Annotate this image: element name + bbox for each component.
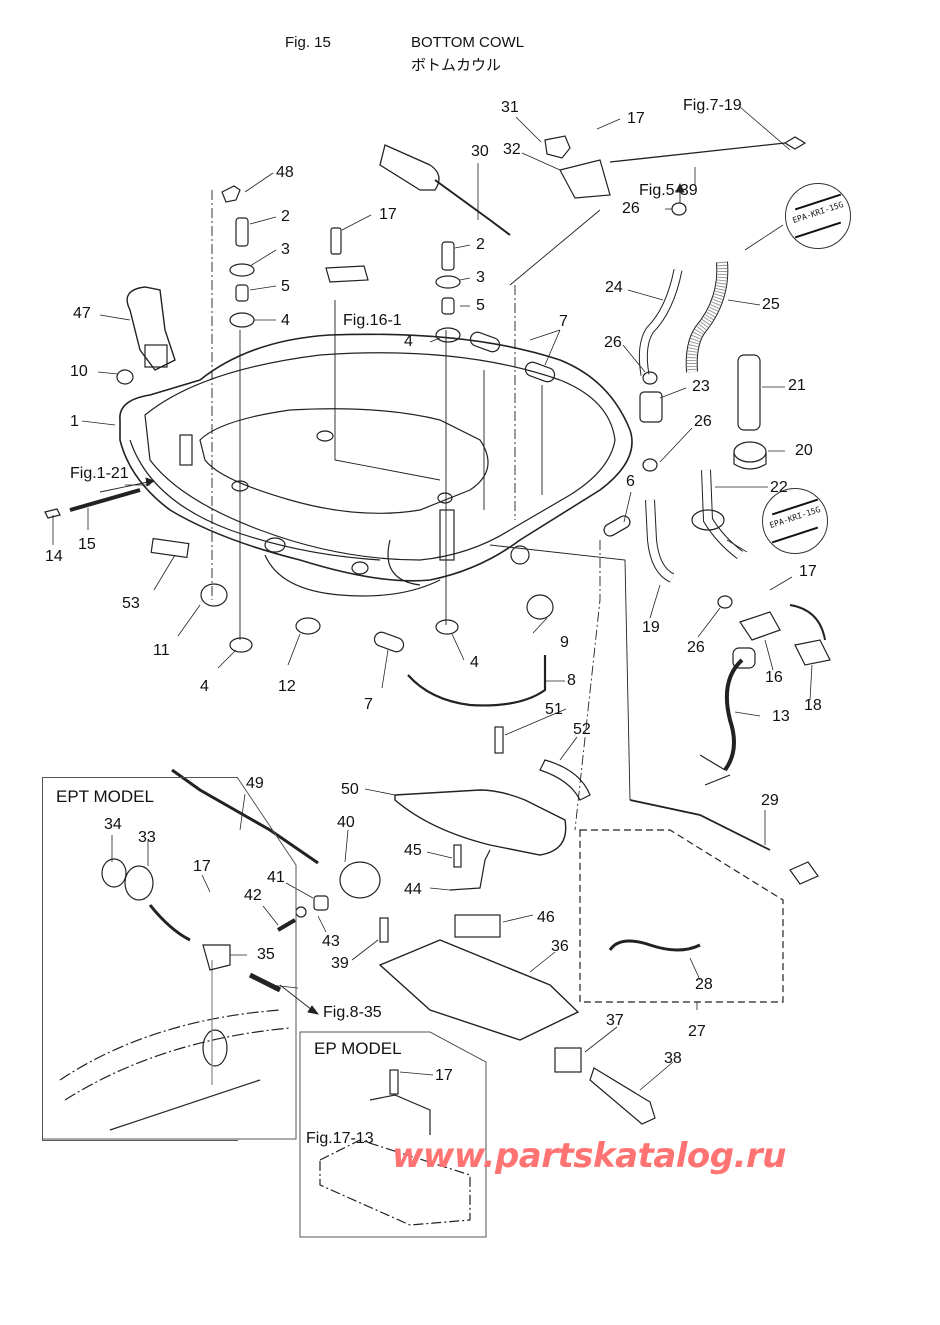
figure-title-en: BOTTOM COWL bbox=[411, 34, 525, 51]
callout-28: 28 bbox=[695, 976, 713, 993]
callout-25: 25 bbox=[762, 296, 780, 313]
callout-17: 17 bbox=[379, 206, 397, 223]
callout-4: 4 bbox=[281, 312, 290, 329]
callout-7: 7 bbox=[364, 696, 373, 713]
callout-24: 24 bbox=[605, 279, 623, 296]
fig-ref-17-13[interactable]: Fig.17-13 bbox=[306, 1130, 374, 1147]
callout-26: 26 bbox=[622, 200, 640, 217]
callout-16: 16 bbox=[765, 669, 783, 686]
callout-46: 46 bbox=[537, 909, 555, 926]
callout-9: 9 bbox=[560, 634, 569, 651]
callout-48: 48 bbox=[276, 164, 294, 181]
callout-41: 41 bbox=[267, 869, 285, 886]
callout-33: 33 bbox=[138, 829, 156, 846]
bottom-cowl-part-1 bbox=[119, 333, 633, 582]
callout-6: 6 bbox=[626, 473, 635, 490]
callout-3: 3 bbox=[476, 269, 485, 286]
callout-34: 34 bbox=[104, 816, 122, 833]
callout-27: 27 bbox=[688, 1023, 706, 1040]
callout-39: 39 bbox=[331, 955, 349, 972]
callout-23: 23 bbox=[692, 378, 710, 395]
callout-51: 51 bbox=[545, 701, 563, 718]
callout-45: 45 bbox=[404, 842, 422, 859]
callout-4: 4 bbox=[200, 678, 209, 695]
callout-26: 26 bbox=[687, 639, 705, 656]
fig-ref-7-19[interactable]: Fig.7-19 bbox=[683, 97, 742, 114]
arrow-right-icon bbox=[145, 477, 155, 487]
callout-3: 3 bbox=[281, 241, 290, 258]
ept-model-panel bbox=[42, 777, 238, 1141]
figure-number: Fig. 15 bbox=[285, 34, 331, 51]
callout-17: 17 bbox=[627, 110, 645, 127]
fig-ref-8-35[interactable]: Fig.8-35 bbox=[323, 1004, 382, 1021]
callout-5: 5 bbox=[281, 278, 290, 295]
callout-4: 4 bbox=[404, 333, 413, 350]
arrow-up-icon bbox=[675, 182, 685, 193]
callout-10: 10 bbox=[70, 363, 88, 380]
callout-14: 14 bbox=[45, 548, 63, 565]
callout-18: 18 bbox=[804, 697, 822, 714]
callout-29: 29 bbox=[761, 792, 779, 809]
callout-52: 52 bbox=[573, 721, 591, 738]
callout-2: 2 bbox=[476, 236, 485, 253]
ept-model-label: EPT MODEL bbox=[56, 787, 154, 806]
epa-stamp-top: EPA-KRI-15G bbox=[785, 183, 851, 249]
callout-26: 26 bbox=[694, 413, 712, 430]
callout-19: 19 bbox=[642, 619, 660, 636]
ep-model-label: EP MODEL bbox=[314, 1039, 402, 1058]
callout-30: 30 bbox=[471, 143, 489, 160]
callout-15: 15 bbox=[78, 536, 96, 553]
callout-17: 17 bbox=[435, 1067, 453, 1084]
callout-22: 22 bbox=[770, 479, 788, 496]
callout-50: 50 bbox=[341, 781, 359, 798]
callout-53: 53 bbox=[122, 595, 140, 612]
callout-1: 1 bbox=[70, 413, 79, 430]
figure-title-jp: ボトムカウル bbox=[411, 57, 502, 74]
arrow-right-icon bbox=[307, 1005, 320, 1015]
callout-21: 21 bbox=[788, 377, 806, 394]
callout-5: 5 bbox=[476, 297, 485, 314]
callout-49: 49 bbox=[246, 775, 264, 792]
callout-13: 13 bbox=[772, 708, 790, 725]
fig-ref-16-1[interactable]: Fig.16-1 bbox=[343, 312, 402, 329]
callout-17: 17 bbox=[799, 563, 817, 580]
callout-38: 38 bbox=[664, 1050, 682, 1067]
callout-47: 47 bbox=[73, 305, 91, 322]
callout-42: 42 bbox=[244, 887, 262, 904]
callout-31: 31 bbox=[501, 99, 519, 116]
callout-7: 7 bbox=[559, 313, 568, 330]
callout-26: 26 bbox=[604, 334, 622, 351]
callout-11: 11 bbox=[153, 642, 170, 659]
callout-37: 37 bbox=[606, 1012, 624, 1029]
callout-17: 17 bbox=[193, 858, 211, 875]
fig-ref-5-39[interactable]: Fig.5-39 bbox=[639, 182, 698, 199]
fig-ref-1-21[interactable]: Fig.1-21 bbox=[70, 465, 129, 482]
callout-2: 2 bbox=[281, 208, 290, 225]
callout-36: 36 bbox=[551, 938, 569, 955]
callout-4: 4 bbox=[470, 654, 479, 671]
callout-12: 12 bbox=[278, 678, 296, 695]
callout-40: 40 bbox=[337, 814, 355, 831]
epa-stamp-bottom: EPA-KRI-15G bbox=[762, 488, 828, 554]
callout-32: 32 bbox=[503, 141, 521, 158]
callout-20: 20 bbox=[795, 442, 813, 459]
callout-43: 43 bbox=[322, 933, 340, 950]
watermark: www.partskatalog.ru bbox=[392, 1136, 787, 1176]
callout-8: 8 bbox=[567, 672, 576, 689]
callout-44: 44 bbox=[404, 881, 422, 898]
callout-35: 35 bbox=[257, 946, 275, 963]
